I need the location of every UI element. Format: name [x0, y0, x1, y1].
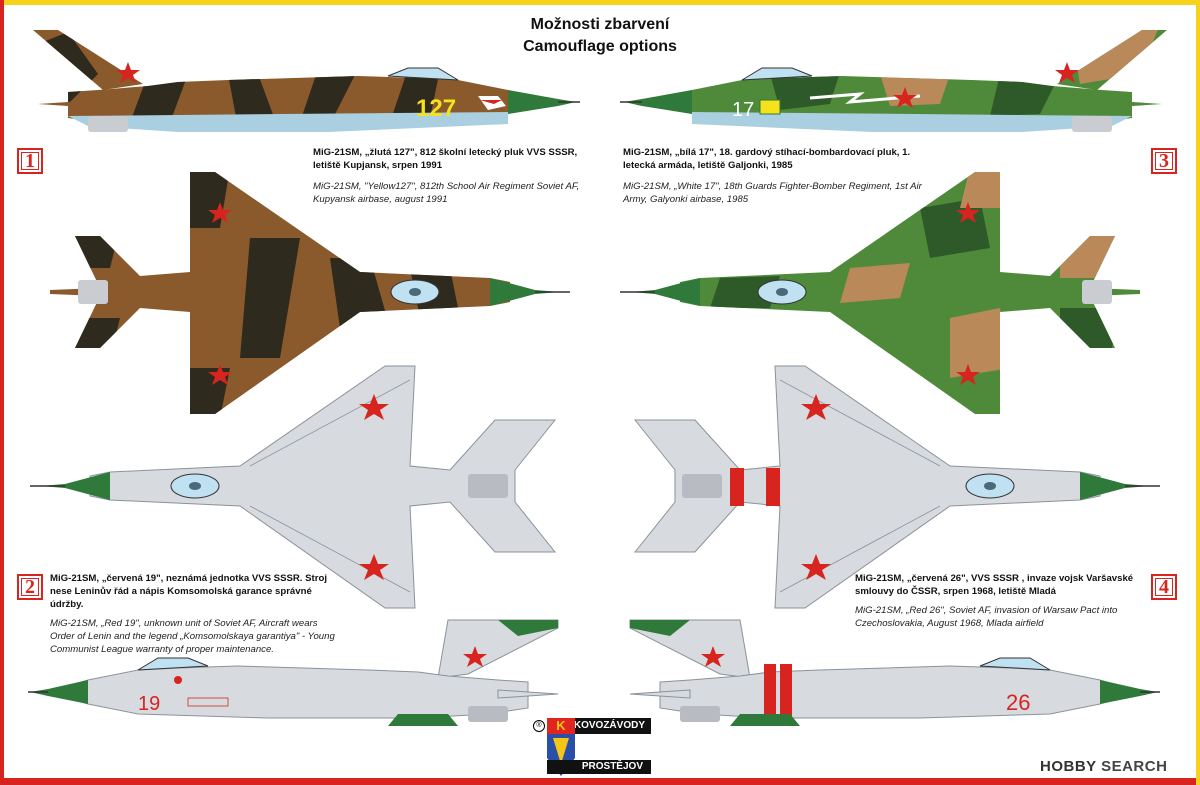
scheme-1-side-view: 127 — [33, 30, 580, 132]
scheme-4-marking: 26 — [1006, 690, 1030, 715]
scheme-1-top-star-lower-icon — [208, 364, 232, 385]
scheme-1-marking: 127 — [416, 95, 456, 122]
scheme-4-caption: MiG-21SM, „červená 26", VVS SSSR , invaz… — [855, 572, 1145, 630]
scheme-3-star-icon — [1055, 62, 1079, 83]
scheme-2-side-view: 19 — [28, 619, 559, 726]
frame-top-border — [0, 0, 1200, 5]
scheme-4-top-star-upper-icon — [801, 394, 831, 420]
scheme-4-number-badge: 4 — [1151, 574, 1177, 600]
scheme-2-caption-czech: MiG-21SM, „červená 19", neznámá jednotka… — [50, 573, 327, 610]
frame-right-border — [1196, 0, 1200, 785]
scheme-4-caption-czech: MiG-21SM, „červená 26", VVS SSSR , invaz… — [855, 573, 1134, 597]
scheme-2-top-star-upper-icon — [359, 394, 389, 420]
registered-mark: ® — [533, 720, 545, 732]
frame-left-border — [0, 0, 4, 785]
scheme-3-top-star-upper-icon — [956, 202, 980, 223]
scheme-1-top-view — [50, 172, 570, 414]
scheme-4-star-icon — [701, 646, 725, 667]
scheme-3-top-view — [620, 172, 1140, 414]
scheme-2-number-badge: 2 — [17, 574, 43, 600]
scheme-3-caption: MiG-21SM, „bílá 17", 18. gardový stíhací… — [623, 146, 923, 206]
watermark-brand: HOBBY — [1040, 758, 1097, 775]
title-english: Camouflage options — [523, 38, 677, 55]
scheme-1-star-icon — [116, 62, 140, 83]
scheme-4-caption-english: MiG-21SM, „Red 26", Soviet AF, invasion … — [855, 605, 1118, 629]
scheme-3-side-view: 17 — [620, 30, 1167, 132]
scheme-4-top-view — [633, 365, 1160, 609]
hobbysearch-watermark: HOBBY SEARCH — [1040, 758, 1167, 775]
scheme-2-caption: MiG-21SM, „červená 19", neznámá jednotka… — [50, 572, 342, 656]
scheme-3-top-star-lower-icon — [956, 364, 980, 385]
logo-letter: K — [556, 718, 566, 733]
title-czech: Možnosti zbarvení — [530, 16, 670, 33]
scheme-2-top-star-lower-icon — [359, 554, 389, 580]
frame-bottom-border — [0, 778, 1200, 785]
logo-bottom-text: PROSTĚJOV — [547, 760, 651, 774]
watermark-suffix: SEARCH — [1101, 758, 1168, 775]
scheme-2-top-view — [30, 365, 557, 609]
scheme-2-marking: 19 — [138, 693, 160, 715]
scheme-1-caption-czech: MiG-21SM, „žlutá 127", 812 školní leteck… — [313, 147, 578, 171]
scheme-3-caption-czech: MiG-21SM, „bílá 17", 18. gardový stíhací… — [623, 147, 911, 171]
scheme-1-top-star-upper-icon — [208, 202, 232, 223]
scheme-3-caption-english: MiG-21SM, „White 17", 18th Guards Fighte… — [623, 181, 922, 205]
scheme-1-caption: MiG-21SM, „žlutá 127", 812 školní leteck… — [313, 146, 603, 206]
scheme-3-fuselage-star-icon — [893, 87, 917, 108]
scheme-4-side-view: 26 — [629, 619, 1160, 726]
scheme-2-star-icon — [463, 646, 487, 667]
scheme-4-top-star-lower-icon — [801, 554, 831, 580]
kovozavody-logo: ® KOVOZÁVODY K PROSTĚJOV — [533, 718, 663, 776]
scheme-3-number-badge: 3 — [1151, 148, 1177, 174]
sheet-title: Možnosti zbarvení Camouflage options — [440, 14, 760, 58]
scheme-2-caption-english: MiG-21SM, „Red 19", unknown unit of Sovi… — [50, 618, 335, 655]
scheme-1-number-badge: 1 — [17, 148, 43, 174]
scheme-1-caption-english: MiG-21SM, "Yellow127", 812th School Air … — [313, 181, 580, 205]
scheme-3-marking: 17 — [732, 99, 754, 121]
